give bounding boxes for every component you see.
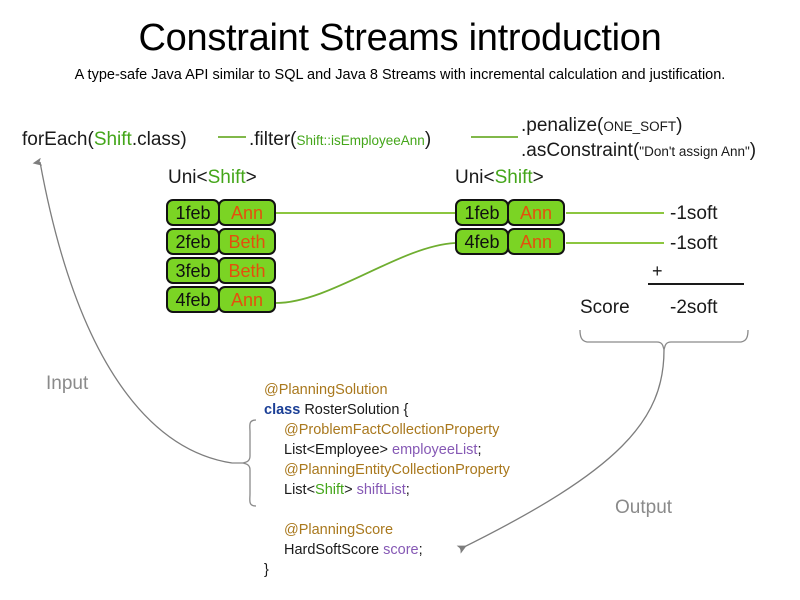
as-constraint-tail: ) <box>749 140 757 161</box>
page-title: Constraint Streams introduction <box>138 17 662 59</box>
match-score-1: -1soft <box>670 203 718 224</box>
code-line: @ProblemFactCollectionProperty <box>264 420 510 440</box>
penalize-call: .penalize( <box>521 115 604 136</box>
input-label: Input <box>46 373 89 394</box>
code-token-plain: RosterSolution { <box>300 402 409 418</box>
as-constraint-call: .asConstraint( <box>521 140 640 161</box>
shift-employee: Ann <box>218 199 276 226</box>
sum-rule-line <box>648 283 744 285</box>
shift-employee: Beth <box>218 257 276 284</box>
code-line: @PlanningSolution <box>264 380 510 400</box>
code-token-plain: > <box>344 482 357 498</box>
code-line: List<Employee> employeeList; <box>264 440 510 460</box>
penalize-expression: .penalize(ONE_SOFT) <box>521 114 682 139</box>
roster-solution-code-block: @PlanningSolution class RosterSolution { @… <box>264 380 510 580</box>
right-uni-suffix: > <box>532 167 544 188</box>
code-token-anno: @ProblemFactCollectionProperty <box>284 422 500 438</box>
code-token-var: shiftList <box>356 482 406 498</box>
code-token-var: employeeList <box>392 442 478 458</box>
right-stream-type-label: Uni<Shift> <box>455 166 544 190</box>
code-token-plain: ; <box>418 542 423 558</box>
shift-date: 4feb <box>455 228 509 255</box>
code-token-plain: List<Employee> <box>284 442 393 458</box>
shift-employee: Beth <box>218 228 276 255</box>
left-uni-suffix: > <box>245 167 257 188</box>
match-score-2: -1soft <box>670 233 718 254</box>
code-line: @PlanningScore <box>264 520 510 540</box>
code-token-kw: class <box>264 402 301 418</box>
code-token-plain: ; <box>477 442 482 458</box>
code-token-plain: } <box>264 562 269 578</box>
code-line <box>264 500 510 520</box>
penalize-argument: ONE_SOFT <box>603 119 677 134</box>
score-label: Score <box>580 297 630 318</box>
shift-date: 4feb <box>166 286 220 313</box>
shift-employee: Ann <box>507 228 565 255</box>
code-token-plain: HardSoftScore <box>284 542 384 558</box>
foreach-tail: .class) <box>131 129 187 150</box>
shift-date: 1feb <box>455 199 509 226</box>
right-uni-type: Shift <box>494 167 533 188</box>
right-uni-prefix: Uni< <box>455 167 495 188</box>
as-constraint-argument: "Don't assign Ann" <box>639 144 750 159</box>
shift-date: 1feb <box>166 199 220 226</box>
shift-date: 3feb <box>166 257 220 284</box>
filter-tail: ) <box>424 129 432 150</box>
code-token-plain: List< <box>284 482 316 498</box>
code-line: } <box>264 560 510 580</box>
penalize-tail: ) <box>676 115 683 136</box>
code-token-cls: Shift <box>315 482 345 498</box>
code-token-anno: @PlanningScore <box>284 522 394 538</box>
filter-call: .filter( <box>249 129 297 150</box>
shift-date: 2feb <box>166 228 220 255</box>
page-subtitle: A type-safe Java API similar to SQL and … <box>74 67 726 83</box>
code-fields-brace <box>242 419 257 507</box>
filter-argument: Shift::isEmployeeAnn <box>296 133 425 148</box>
left-uni-type: Shift <box>207 167 246 188</box>
as-constraint-expression: .asConstraint("Don't assign Ann") <box>521 139 756 164</box>
code-token-anno: @PlanningSolution <box>264 382 388 398</box>
foreach-type: Shift <box>93 129 132 150</box>
foreach-call: forEach( <box>22 129 94 150</box>
code-line: List<Shift> shiftList; <box>264 480 510 500</box>
connector-row4-match <box>275 242 456 304</box>
code-line: @PlanningEntityCollectionProperty <box>264 460 510 480</box>
code-line: class RosterSolution { <box>264 400 510 420</box>
code-line: HardSoftScore score; <box>264 540 510 560</box>
code-token-var: score <box>383 542 419 558</box>
shift-employee: Ann <box>507 199 565 226</box>
code-token-plain: ; <box>405 482 410 498</box>
code-token-anno: @PlanningEntityCollectionProperty <box>284 462 510 478</box>
code-token-plain <box>264 502 268 518</box>
left-stream-type-label: Uni<Shift> <box>168 166 257 190</box>
foreach-expression: forEach(Shift.class) <box>22 128 187 152</box>
left-uni-prefix: Uni< <box>168 167 208 188</box>
shift-employee: Ann <box>218 286 276 313</box>
filter-expression: .filter(Shift::isEmployeeAnn) <box>249 128 431 153</box>
sum-operator: + <box>652 261 663 281</box>
score-brace <box>579 329 749 351</box>
output-label: Output <box>615 497 673 518</box>
score-total: -2soft <box>670 297 718 318</box>
